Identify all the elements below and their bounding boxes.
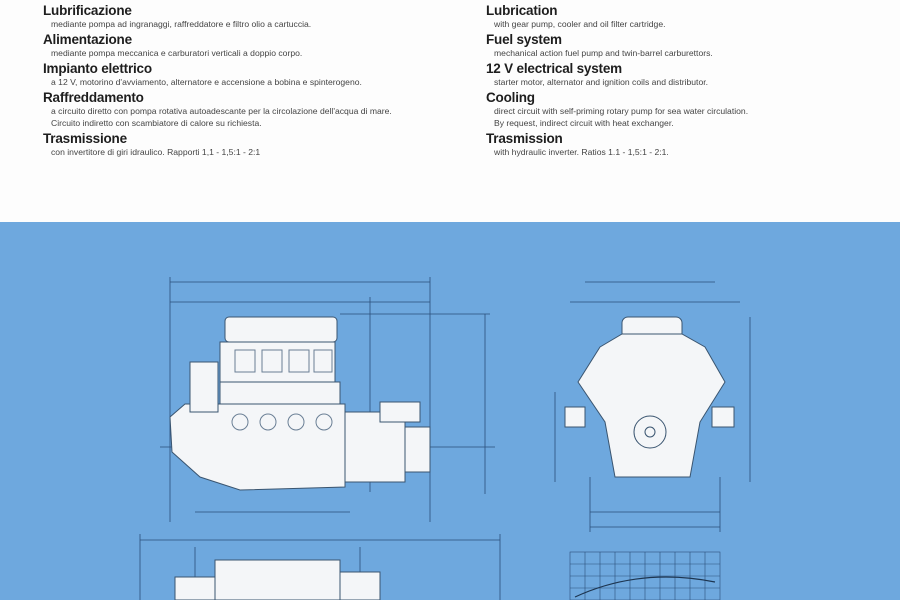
section-text: with gear pump, cooler and oil filter ca… bbox=[494, 19, 666, 29]
section-text: mediante pompa ad ingranaggi, raffreddat… bbox=[51, 19, 312, 29]
engine-top-view bbox=[174, 559, 381, 600]
section-text: By request, indirect circuit with heat e… bbox=[494, 118, 674, 128]
section-title: Trasmissione bbox=[43, 131, 127, 146]
section-title: Fuel system bbox=[486, 32, 562, 47]
section-text: direct circuit with self-priming rotary … bbox=[494, 106, 749, 116]
section-title: Cooling bbox=[486, 90, 535, 105]
section-text: a 12 V, motorino d'avviamento, alternato… bbox=[51, 77, 362, 87]
section-title: Raffreddamento bbox=[43, 90, 144, 105]
section-title: Impianto elettrico bbox=[43, 61, 152, 76]
section-text: mechanical action fuel pump and twin-bar… bbox=[494, 48, 713, 58]
section-title: 12 V electrical system bbox=[486, 61, 622, 76]
section-text: Circuito indiretto con scambiatore di ca… bbox=[51, 118, 262, 128]
engine-front-view bbox=[564, 316, 735, 478]
performance-chart-grid bbox=[569, 551, 721, 600]
technical-drawing-panel bbox=[0, 222, 900, 600]
section-text: with hydraulic inverter. Ratios 1.1 - 1,… bbox=[494, 147, 669, 157]
section-text: starter motor, alternator and ignition c… bbox=[494, 77, 708, 87]
section-title: Lubrificazione bbox=[43, 3, 132, 18]
section-title: Alimentazione bbox=[43, 32, 132, 47]
section-title: Lubrication bbox=[486, 3, 558, 18]
engine-drawings bbox=[139, 277, 751, 600]
section-text: mediante pompa meccanica e carburatori v… bbox=[51, 48, 303, 58]
section-text: con invertitore di giri idraulico. Rappo… bbox=[51, 147, 261, 157]
section-title: Trasmission bbox=[486, 131, 563, 146]
engine-side-view bbox=[169, 316, 431, 491]
section-text: a circuito diretto con pompa rotativa au… bbox=[51, 106, 392, 116]
